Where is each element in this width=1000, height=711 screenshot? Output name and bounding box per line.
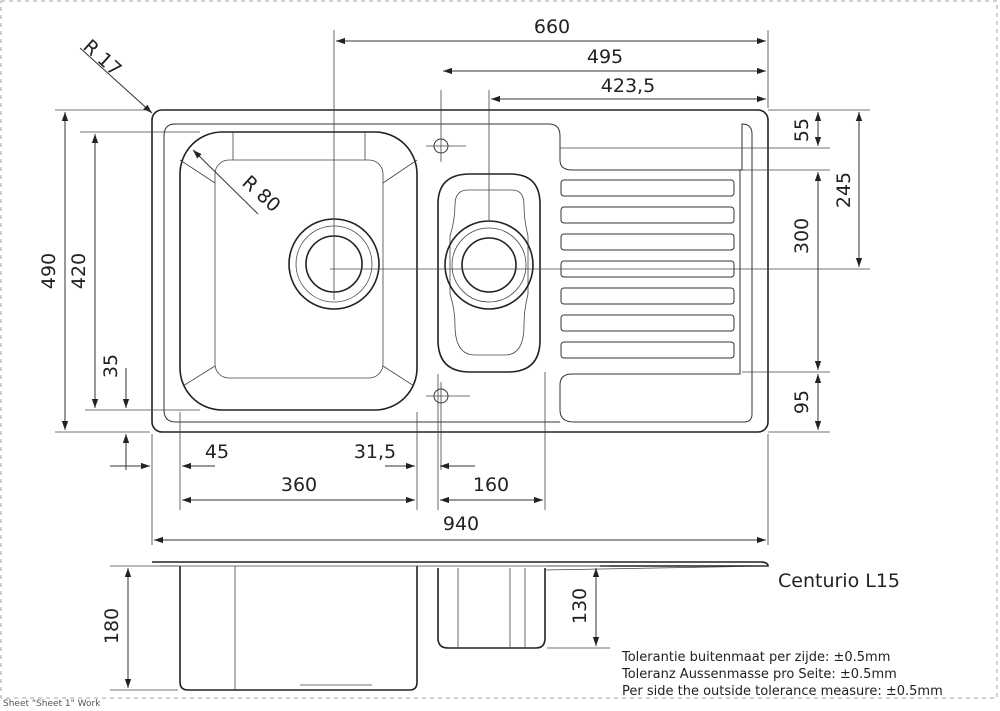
- right-dimensions: 55 245 300 95: [330, 109, 870, 433]
- dim-95-label: 95: [791, 390, 813, 414]
- section-rim: [152, 561, 769, 567]
- large-bowl-outer: [179, 131, 418, 411]
- dim-495-label: 495: [587, 46, 623, 68]
- dim-940-label: 940: [443, 513, 479, 535]
- small-bowl-outer: [437, 173, 541, 373]
- sink-inner-rim-left: [163, 123, 560, 423]
- sheet-footer-label: Sheet "Sheet 1" Work: [3, 699, 101, 709]
- top-dimensions: 660 495 423,5: [333, 16, 769, 300]
- dim-423-5-label: 423,5: [601, 75, 655, 97]
- section-large-bowl: [179, 566, 418, 691]
- drainer-ribs: [560, 179, 735, 359]
- radius-80-label: R 80: [238, 171, 285, 216]
- dim-160-label: 160: [473, 474, 509, 496]
- small-bowl-inner: [449, 189, 529, 356]
- dim-55-label: 55: [791, 118, 813, 142]
- dim-300-label: 300: [791, 218, 813, 254]
- dim-360-label: 360: [281, 474, 317, 496]
- tolerance-note-en: Per side the outside tolerance measure: …: [622, 684, 943, 699]
- tolerance-note-de: Toleranz Aussenmasse pro Seite: ±0.5mm: [621, 667, 897, 682]
- dim-490-label: 490: [38, 253, 60, 289]
- dim-35-label: 35: [100, 354, 122, 378]
- tap-hole-top: [426, 90, 466, 162]
- dim-180-label: 180: [101, 608, 123, 644]
- dim-31-5-label: 31,5: [354, 441, 396, 463]
- tap-hole-bottom: [426, 382, 470, 470]
- radius-annotations: R 17 R 80: [79, 35, 285, 216]
- dim-45-label: 45: [205, 441, 229, 463]
- tolerance-note-nl: Tolerantie buitenmaat per zijde: ±0.5mm: [621, 650, 890, 665]
- section-small-bowl: [437, 568, 546, 649]
- sink-plan-view: [151, 90, 769, 470]
- dim-245-label: 245: [833, 172, 855, 208]
- radius-17-label: R 17: [79, 35, 126, 80]
- small-bowl-drain: [444, 220, 534, 310]
- dim-130-label: 130: [569, 588, 591, 624]
- sink-section-view: 180 130: [101, 561, 769, 691]
- sink-outer-rim: [151, 109, 769, 433]
- model-name: Centurio L15: [778, 570, 900, 592]
- dim-420-label: 420: [68, 253, 90, 289]
- left-dimensions: 490 420 35: [38, 109, 200, 470]
- bottom-dimensions: 45 31,5 360 160 940: [110, 372, 769, 545]
- dim-660-label: 660: [534, 16, 570, 38]
